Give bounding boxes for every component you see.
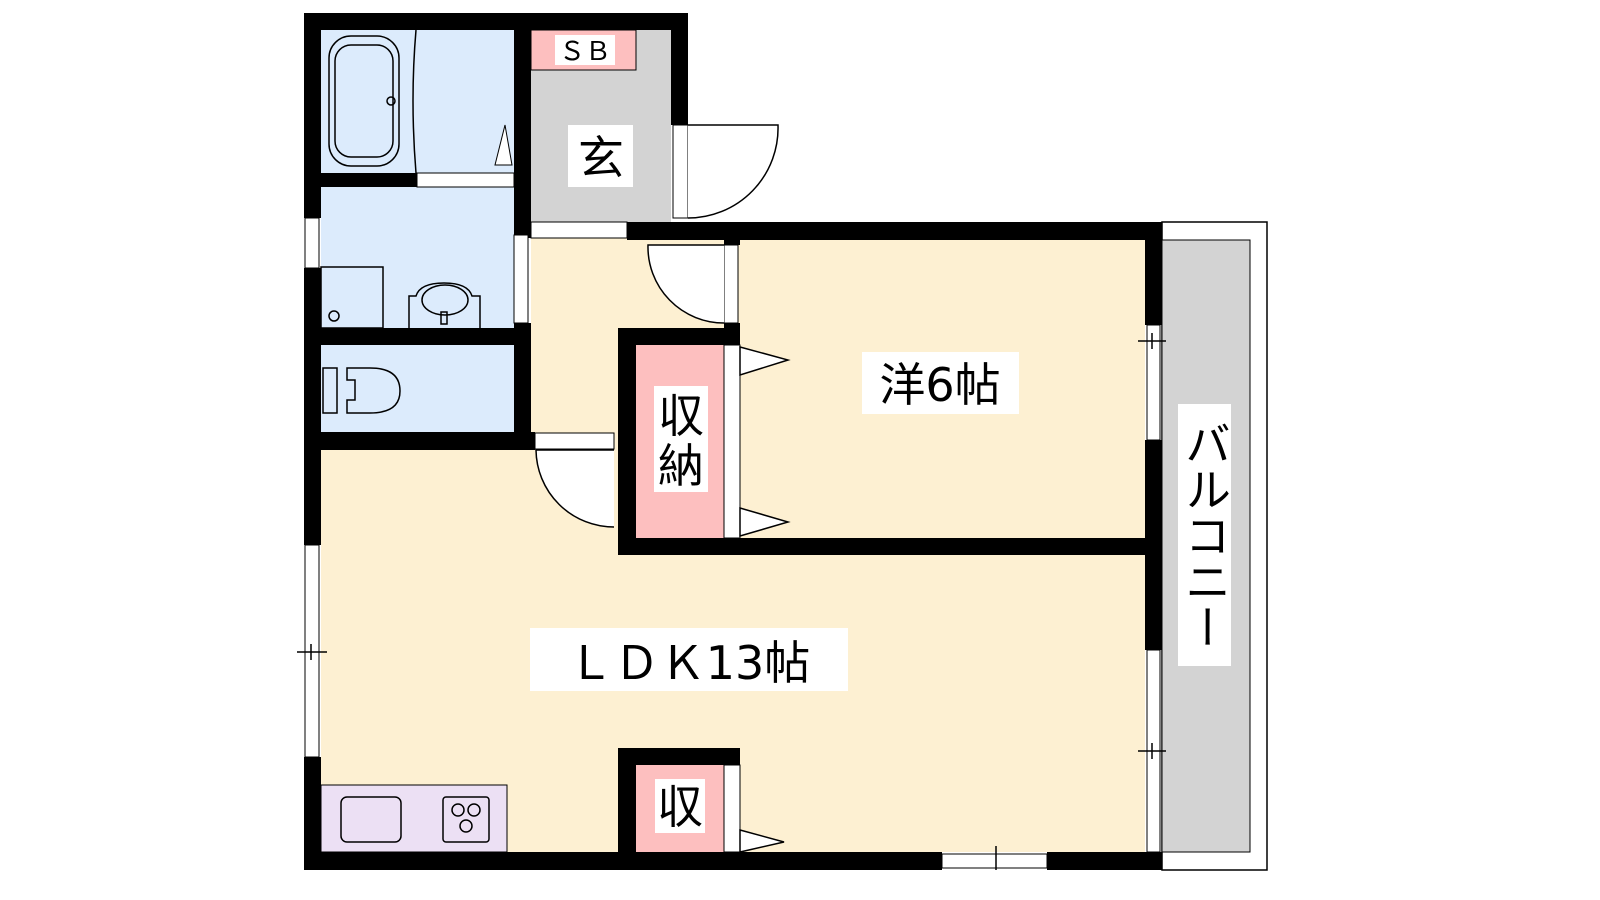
toilet-icon (322, 367, 401, 414)
storage-label: 収 (657, 780, 703, 834)
closet-label-1: 収 (658, 389, 704, 443)
washroom (321, 187, 514, 328)
bathtub-icon (328, 29, 417, 174)
closet-label-2: 納 (658, 439, 704, 493)
bathroom (321, 30, 514, 173)
western-room-label: 洋6帖 (879, 358, 1000, 412)
shoe-box-label: ＳＢ (559, 37, 611, 67)
faucet-icon (494, 124, 513, 166)
stove-icon (442, 796, 490, 843)
kitchen-sink-icon (340, 796, 402, 843)
door-swings (297, 124, 1166, 870)
entrance-label: 玄 (578, 131, 624, 185)
balcony-label: バルコニー (1178, 420, 1232, 650)
walls (304, 13, 1162, 870)
sink-icon (408, 282, 481, 328)
kitchen-counter (320, 784, 508, 853)
ldk-label: ＬＤＫ13帖 (568, 636, 811, 690)
toilet-room (321, 345, 514, 432)
